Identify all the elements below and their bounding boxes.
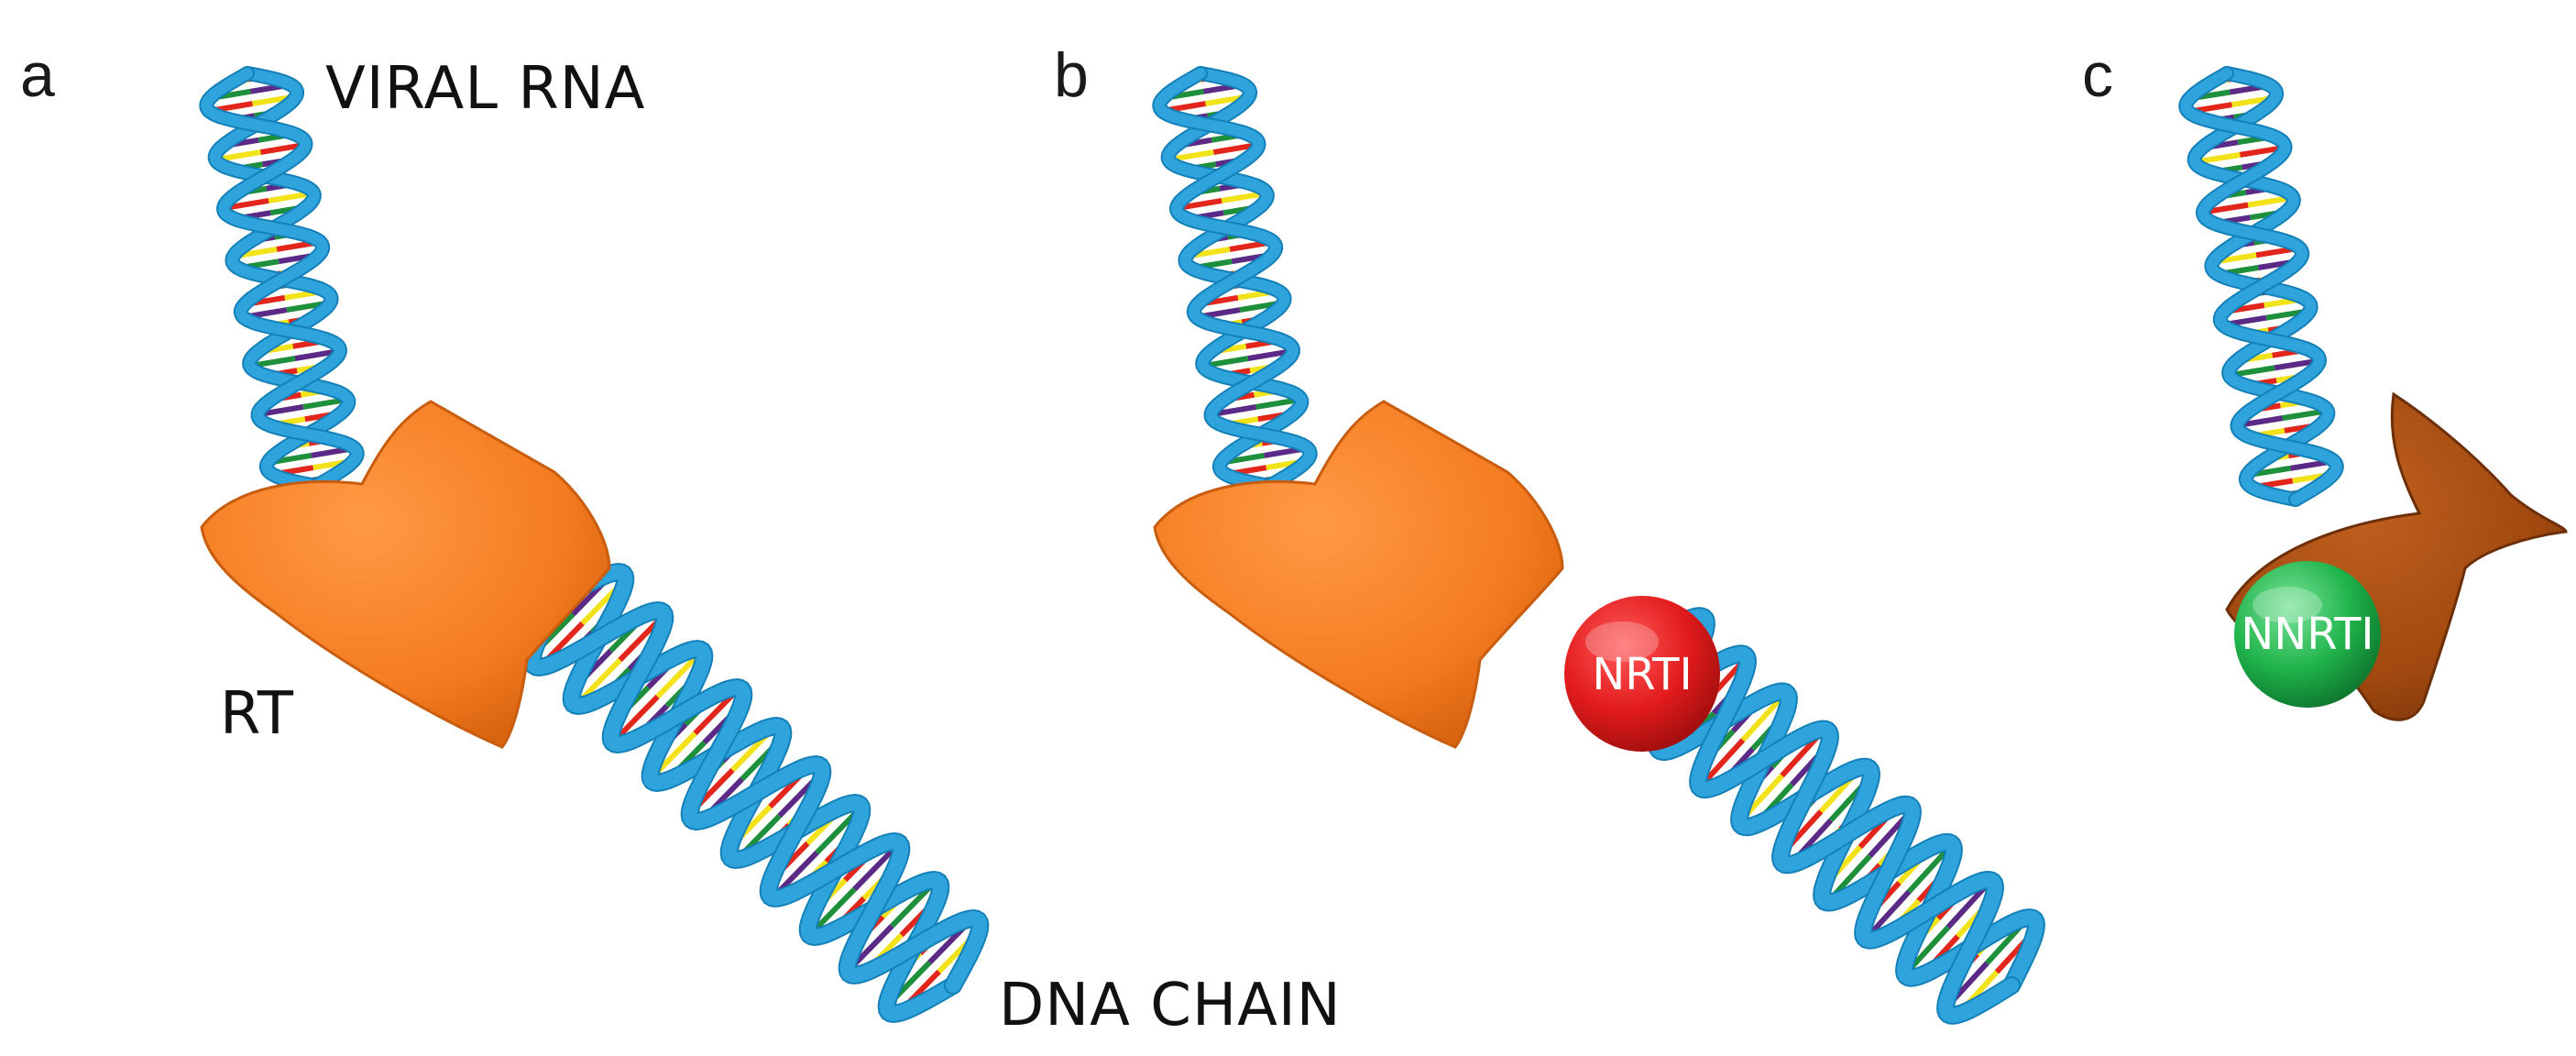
nnrti-sphere	[2234, 561, 2381, 708]
viral-rna-label: VIRAL RNA	[325, 55, 645, 123]
nrti-sphere	[1564, 596, 1720, 752]
dna-chain-helix-b	[1606, 607, 2045, 1025]
backbone-strand	[1608, 639, 2019, 1023]
rt-enzyme-b	[1153, 400, 1564, 749]
backbone-strand	[1154, 68, 1316, 491]
panel-letter-c: c	[2082, 40, 2113, 110]
backbone-strand	[1633, 609, 2044, 993]
rt-label: RT	[220, 680, 294, 748]
rt-enzyme-a	[200, 400, 611, 749]
backbone-strand	[2180, 68, 2342, 505]
nrti-label: NRTI	[1592, 649, 1692, 700]
nnrti-label: NNRTI	[2241, 609, 2373, 660]
dna-chain-helix-a	[522, 563, 990, 1023]
viral-rna-strand-b	[1152, 66, 1318, 493]
nnrti-sphere-highlight	[2253, 587, 2322, 623]
nrti-sphere-highlight	[1585, 622, 1659, 662]
panel-letter-b: b	[1054, 40, 1089, 110]
panel-letter-a: a	[20, 40, 55, 110]
backbone-strand	[201, 68, 363, 491]
backbone-strand	[524, 593, 988, 993]
viral-rna-strand-a	[199, 66, 365, 493]
viral-rna-strand-c	[2178, 66, 2344, 507]
dna-chain-label: DNA CHAIN	[999, 972, 1342, 1040]
